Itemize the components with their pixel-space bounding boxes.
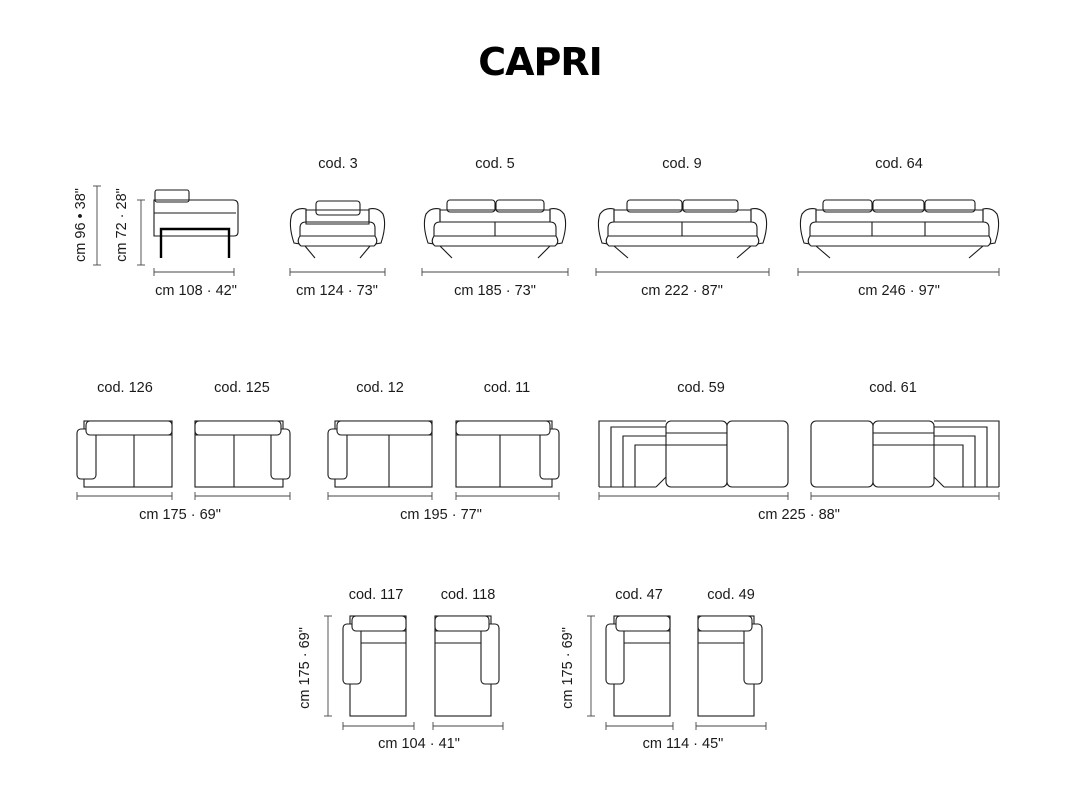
width-dimension-group-1: [76, 492, 291, 500]
side-height-seat-label: cm 72 · 28": [114, 188, 130, 262]
code-label-cod-118: cod. 118: [440, 587, 496, 603]
code-label-cod-125: cod. 125: [214, 380, 270, 396]
side-height-dimension: [93, 185, 145, 266]
page-title: CAPRI: [478, 40, 603, 84]
width-label-group-2: cm 195 · 77": [400, 507, 482, 523]
width-dimension-cod-9: [595, 268, 770, 276]
width-dimension-group-3: [598, 492, 1000, 500]
plan-cod-12: [327, 420, 433, 488]
sofa-front-cod-64: [799, 199, 1000, 259]
plan-cod-117: [342, 615, 407, 717]
width-dimension-cod-5: [421, 268, 569, 276]
width-dimension-cod-3: [289, 268, 386, 276]
plan-cod-125: [194, 420, 291, 488]
plan-cod-126: [76, 420, 173, 488]
sofa-front-cod-9: [597, 199, 768, 259]
code-label-cod-12: cod. 12: [356, 380, 404, 396]
code-label-cod-126: cod. 126: [97, 380, 153, 396]
code-label-cod-11: cod. 11: [483, 380, 531, 396]
plan-cod-11: [455, 420, 560, 488]
width-label-cod-3: cm 124 · 73": [296, 283, 378, 299]
code-label-cod-3: cod. 3: [318, 156, 358, 172]
code-label-cod-49: cod. 49: [707, 587, 755, 603]
sofa-side-view: [153, 189, 239, 258]
plan-cod-118: [434, 615, 500, 717]
width-label-group-5: cm 114 · 45": [642, 736, 724, 752]
dimension-group-4: [324, 615, 504, 730]
code-label-cod-61: cod. 61: [869, 380, 917, 396]
side-height-outer-label: cm 96 • 38": [73, 188, 89, 262]
width-label-group-4: cm 104 · 41": [378, 736, 460, 752]
plan-cod-59: [598, 420, 789, 488]
width-label-group-3: cm 225 · 88": [758, 507, 840, 523]
width-label-cod-5: cm 185 · 73": [454, 283, 536, 299]
code-label-cod-64: cod. 64: [875, 156, 923, 172]
width-dimension-group-2: [327, 492, 560, 500]
width-label-group-1: cm 175 · 69": [139, 507, 221, 523]
side-depth-label: cm 108 · 42": [155, 283, 237, 299]
sofa-front-cod-5: [423, 199, 567, 259]
code-label-cod-9: cod. 9: [662, 156, 702, 172]
code-label-cod-117: cod. 117: [348, 587, 404, 603]
plan-cod-47: [605, 615, 671, 717]
length-label-group-5: cm 175 · 69": [560, 627, 576, 709]
plan-cod-61: [810, 420, 1000, 488]
width-label-cod-64: cm 246 · 97": [858, 283, 940, 299]
code-label-cod-47: cod. 47: [615, 587, 663, 603]
side-depth-dimension: [153, 268, 235, 276]
width-label-cod-9: cm 222 · 87": [641, 283, 723, 299]
width-dimension-cod-64: [797, 268, 1000, 276]
code-label-cod-59: cod. 59: [677, 380, 725, 396]
plan-cod-49: [697, 615, 763, 717]
length-label-group-4: cm 175 · 69": [297, 627, 313, 709]
sofa-front-cod-3: [289, 200, 386, 259]
code-label-cod-5: cod. 5: [475, 156, 515, 172]
dimension-group-5: [587, 615, 767, 730]
